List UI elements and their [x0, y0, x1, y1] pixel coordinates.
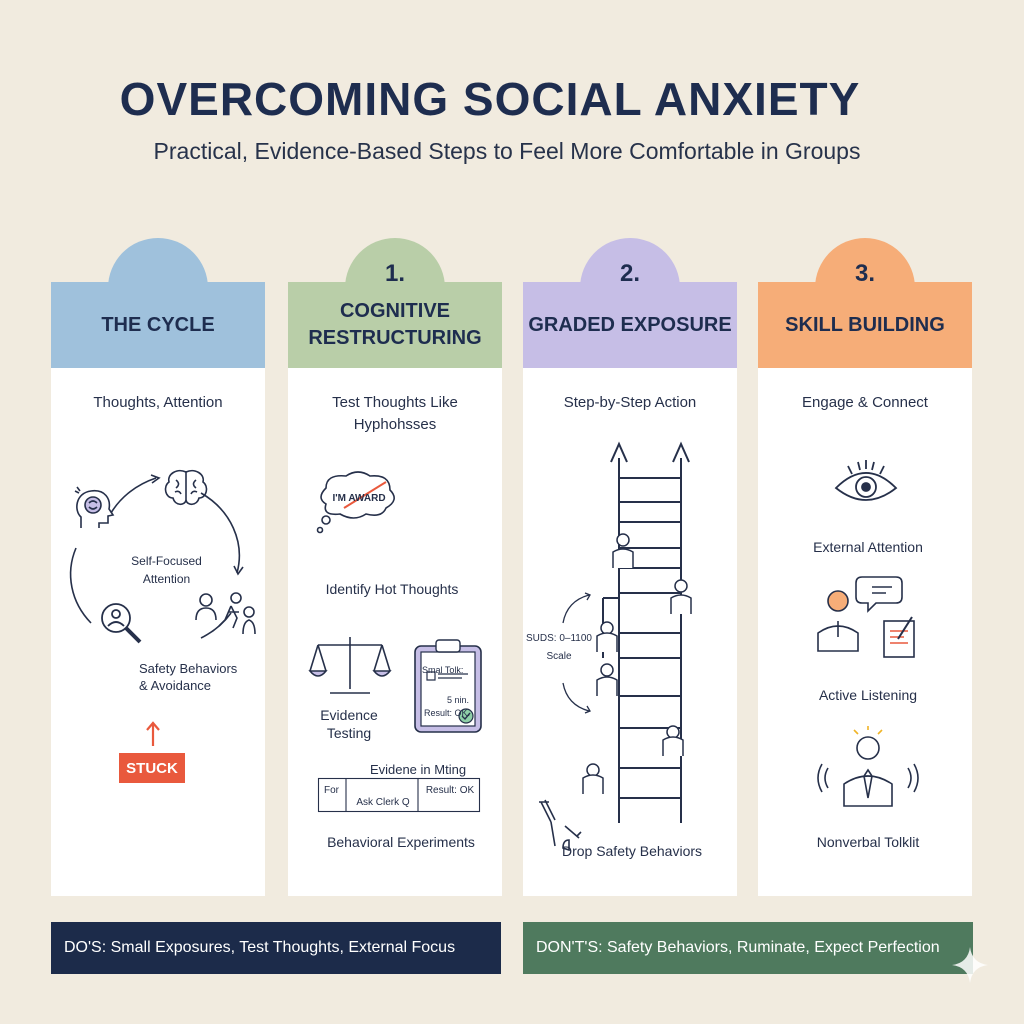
- suds-label: SUDS: 0–1100 Scale: [526, 633, 592, 662]
- skills-intro: Engage & Connect: [802, 394, 928, 411]
- skills-panel: Engage & Connect External Attention Acti…: [758, 368, 972, 896]
- cycle-panel: Thoughts, Attention: [51, 368, 265, 896]
- column-cycle: THE CYCLE Thoughts, Attention: [51, 238, 265, 896]
- listening-icon: [817, 576, 915, 658]
- evidence-table-title: Evidene in Mting: [369, 762, 467, 777]
- balance-scale-icon: [308, 637, 392, 694]
- drop-safety-label: Drop Safety Behaviors: [561, 843, 703, 859]
- arrow-up-icon: [146, 721, 160, 746]
- nonverbal-label: Nonverbal Tolklit: [816, 834, 920, 850]
- head-brain-icon: [74, 486, 115, 528]
- exposure-heading: GRADED EXPOSURE: [523, 282, 737, 368]
- cognitive-panel: Test Thoughts Like Hyphohsses I'M AWARD …: [288, 368, 502, 896]
- cycle-arrows-icon: [69, 474, 244, 639]
- clipboard-time: 5 nin.: [446, 695, 470, 705]
- skills-heading: SKILL BUILDING: [758, 282, 972, 368]
- cycle-heading: THE CYCLE: [51, 282, 265, 368]
- sparkle-icon: [952, 947, 988, 983]
- hot-thoughts-label: Identify Hot Thoughts: [325, 581, 459, 597]
- person-avoid-icon: [195, 592, 256, 635]
- clipboard-result: Result: OK.: [424, 708, 471, 718]
- eye-icon: [834, 460, 898, 501]
- self-focused-label: Self-Focused Attention: [131, 554, 202, 586]
- magnifier-icon: [101, 603, 142, 644]
- cognitive-heading: COGNITIVE RESTRUCTURING: [288, 282, 502, 368]
- exposure-panel: Step-by-Step Action: [523, 368, 737, 896]
- suds-arrows-icon: [562, 592, 591, 714]
- dos-banner: DO'S: Small Exposures, Test Thoughts, Ex…: [51, 922, 501, 974]
- evidence-testing-label: Evidence Testing: [320, 707, 378, 741]
- safety-behaviors-label: Safety Behaviors & Avoidance: [139, 661, 238, 693]
- cognitive-intro: Test Thoughts Like Hyphohsses: [332, 394, 458, 433]
- crutch-icon: [539, 799, 582, 852]
- cycle-intro: Thoughts, Attention: [93, 394, 223, 411]
- external-attention-label: External Attention: [813, 539, 923, 555]
- column-skills: 3. SKILL BUILDING Engage & Connect Exter…: [758, 238, 972, 896]
- brain-icon: [164, 469, 208, 506]
- page-title: OVERCOMING SOCIAL ANXIETY: [119, 73, 861, 125]
- donts-banner: DON'T'S: Safety Behaviors, Ruminate, Exp…: [523, 922, 973, 974]
- stuck-badge: STUCK: [119, 753, 185, 783]
- exposure-intro: Step-by-Step Action: [563, 394, 697, 411]
- column-cognitive: 1. COGNITIVE RESTRUCTURING Test Thoughts…: [288, 238, 502, 896]
- thought-bubble-icon: [316, 471, 395, 534]
- clipboard-title: Smal Tolk:: [422, 665, 464, 675]
- evidence-table: [317, 777, 481, 813]
- nonverbal-icon: [817, 726, 919, 807]
- clipboard-icon: [414, 639, 482, 733]
- page-subtitle: Practical, Evidence-Based Steps to Feel …: [153, 138, 861, 164]
- experiments-label: Behavioral Experiments: [327, 834, 475, 850]
- ladder-icon: [582, 441, 692, 823]
- table-ask-cell: Ask Clerk Q: [356, 797, 410, 808]
- bubble-text: I'M AWARD: [332, 493, 386, 504]
- table-result-cell: Result: OK: [425, 785, 475, 796]
- active-listening-label: Active Listening: [818, 687, 918, 703]
- table-for-label: For: [324, 785, 339, 796]
- column-exposure: 2. GRADED EXPOSURE Step-by-Step Action: [523, 238, 737, 896]
